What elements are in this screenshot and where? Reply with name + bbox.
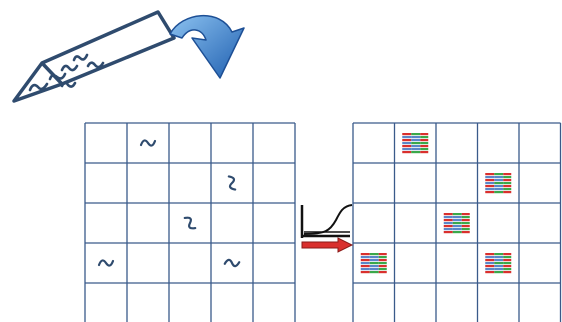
squiggle-molecule-icon	[227, 175, 237, 191]
strip-tube-icon	[12, 10, 176, 103]
colored-sequence-cluster-icon	[360, 253, 387, 274]
sample-grid-left	[84, 122, 296, 322]
colored-sequence-cluster-icon	[485, 253, 512, 274]
amplification-curve-arrow-icon	[300, 204, 354, 253]
curved-down-arrow-icon	[169, 15, 245, 79]
tube-molecules	[28, 53, 105, 92]
colored-sequence-cluster-icon	[402, 133, 429, 154]
squiggle-molecule-icon	[183, 216, 197, 230]
colored-sequence-cluster-icon	[443, 213, 470, 234]
squiggle-molecule-icon	[139, 139, 157, 147]
squiggle-molecule-icon	[97, 259, 115, 267]
squiggle-molecule-icon	[223, 258, 241, 268]
cluster-grid-right	[352, 122, 562, 322]
colored-sequence-cluster-icon	[485, 173, 512, 194]
